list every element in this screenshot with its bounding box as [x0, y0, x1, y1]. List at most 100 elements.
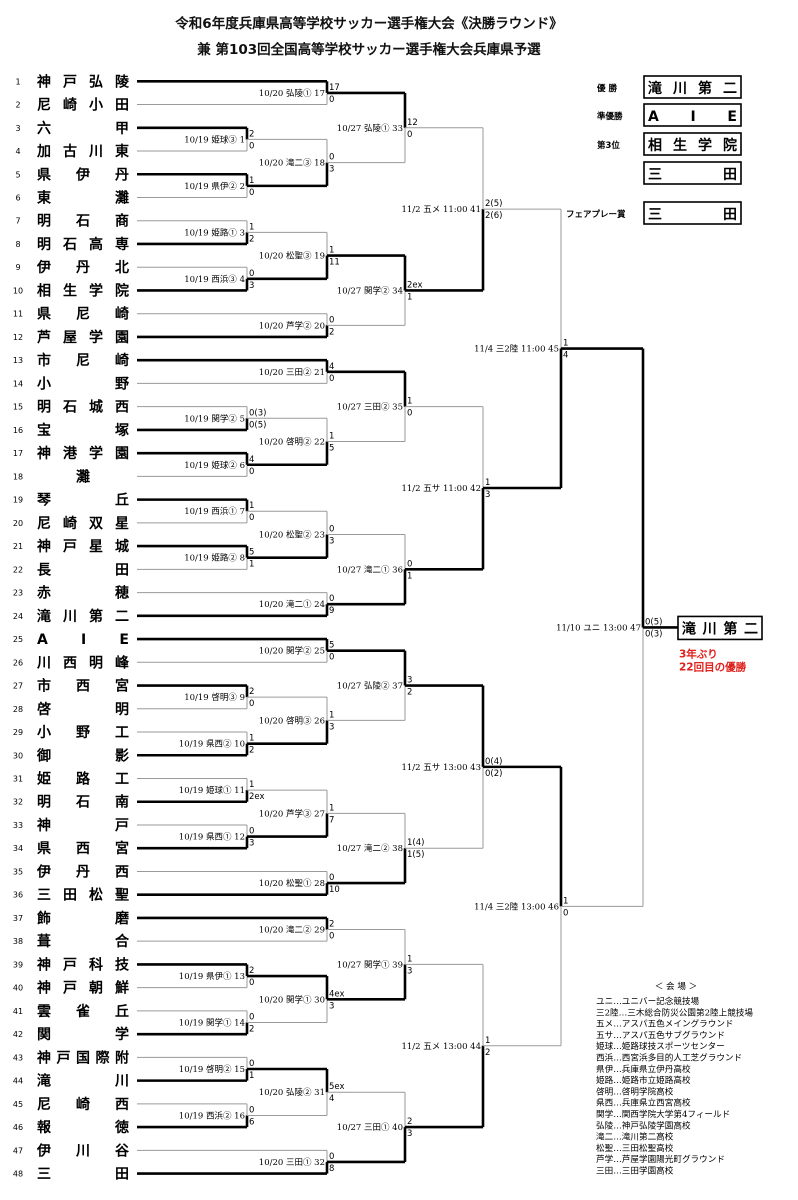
- team-name: 加古川東: [36, 143, 129, 160]
- team-name: 相生学院: [37, 282, 129, 299]
- team-name: 飾磨: [37, 910, 130, 927]
- team-number: 22: [13, 565, 23, 574]
- team-name: 東灘: [37, 190, 129, 207]
- score-upper: 1: [249, 222, 254, 232]
- score-lower: 0: [249, 141, 254, 151]
- match-info: 10/27 関学② 34: [337, 285, 403, 296]
- score-lower: 0: [249, 188, 254, 198]
- match-info: 10/19 県西① 12: [179, 833, 245, 843]
- team-name: 長田: [37, 562, 129, 578]
- score-lower: 0: [249, 699, 254, 709]
- match-info: 10/19 県西② 10: [179, 740, 245, 750]
- team-name: 宝塚: [37, 422, 129, 439]
- score-lower: 2: [249, 746, 254, 756]
- match-info: 10/27 関学① 39: [337, 959, 403, 970]
- team-name: 滝川: [37, 1073, 129, 1090]
- team-name: 県伊丹: [37, 166, 129, 183]
- team-number: 27: [13, 682, 23, 691]
- score-upper: 1: [329, 246, 334, 256]
- score-upper: 0: [329, 873, 334, 883]
- team-name: 明石商: [37, 213, 129, 230]
- score-upper: 0(3): [249, 408, 266, 418]
- team-number: 1: [15, 77, 20, 86]
- score-upper: 0: [249, 269, 254, 279]
- team-number: 46: [13, 1123, 23, 1132]
- team-number: 30: [13, 751, 23, 760]
- venue-item: ユニ…ユニバー記念競技場: [596, 995, 700, 1007]
- team-name: 神戸星城: [37, 538, 129, 555]
- team-number: 20: [13, 519, 23, 528]
- score-upper: 5: [329, 641, 334, 651]
- team-number: 42: [13, 1030, 23, 1039]
- team-name: 小野: [37, 376, 129, 392]
- score-lower: 2: [249, 1025, 254, 1035]
- team-number: 24: [13, 612, 23, 621]
- match-info: 10/19 県伊② 2: [184, 181, 245, 192]
- match-info: 10/20 松聖② 23: [259, 529, 325, 540]
- team-number: 29: [13, 728, 23, 737]
- score-upper: 1: [407, 397, 412, 407]
- score-lower: 0(2): [485, 769, 502, 779]
- score-lower: 2: [329, 327, 334, 337]
- award-box: [643, 161, 742, 185]
- score-lower: 3: [485, 490, 490, 500]
- team-number: 39: [13, 960, 23, 969]
- score-lower: 3: [249, 839, 254, 849]
- team-number: 41: [13, 1007, 23, 1016]
- match-info: 10/20 芦学③ 27: [259, 808, 325, 819]
- score-upper: 2: [249, 687, 254, 697]
- score-lower: 10: [329, 885, 340, 895]
- score-upper: 0: [249, 1105, 254, 1115]
- score-lower: 4: [563, 351, 568, 361]
- team-number: 31: [13, 775, 23, 784]
- match-info: 11/2 五サ 11:00 42: [401, 484, 481, 494]
- match-info: 10/20 弘陵② 31: [259, 1088, 325, 1098]
- match-info: 10/20 三田② 21: [259, 368, 325, 378]
- score-upper: 1(4): [407, 838, 424, 848]
- match-info: 10/20 関学① 30: [259, 994, 325, 1005]
- match-info: 10/19 姫球① 11: [179, 785, 245, 796]
- match-info: 10/19 西浜③ 4: [184, 274, 245, 285]
- score-lower: 7: [329, 815, 334, 825]
- score-upper: 2: [249, 966, 254, 976]
- venue-item: 五サ…アスパ五色サブグラウンド: [596, 1029, 725, 1041]
- team-number: 2: [15, 101, 20, 110]
- team-name: 伊丹西: [36, 863, 129, 880]
- score-lower: 9: [329, 606, 334, 616]
- team-name: 芦屋学園: [37, 329, 129, 346]
- score-lower: 2: [485, 1048, 490, 1058]
- score-lower: 1: [249, 560, 254, 570]
- team-name: 琴丘: [37, 493, 129, 509]
- team-name: 神戸弘陵: [37, 73, 130, 90]
- team-name: 明石城西: [37, 399, 129, 416]
- score-lower: 0: [249, 467, 254, 477]
- match-info: 10/19 県伊① 13: [179, 971, 245, 982]
- venue-item: 姫路…姫路市立姫路高校: [596, 1074, 691, 1086]
- match-info: 10/20 滝二③ 18: [259, 158, 325, 169]
- team-number: 6: [15, 194, 20, 203]
- venue-item: 県伊…兵庫県立伊丹高校: [596, 1063, 691, 1075]
- champion-box: [677, 615, 763, 641]
- score-upper: 1: [329, 803, 334, 813]
- team-number: 32: [13, 798, 23, 807]
- venue-item: 三2陸…三木総合防災公園第2陸上競技場: [596, 1006, 753, 1018]
- team-name: 神戸科技: [37, 956, 130, 973]
- team-name: 伊丹北: [36, 259, 129, 276]
- team-name: 六甲: [37, 120, 129, 137]
- score-upper: 4: [329, 362, 334, 372]
- team-name: 川西明峰: [36, 654, 130, 671]
- score-upper: 1: [407, 954, 412, 964]
- score-upper: 4: [249, 455, 254, 465]
- match-info: 10/27 弘陵② 37: [337, 682, 403, 692]
- score-upper: 1: [249, 734, 254, 744]
- score-lower: 0(3): [645, 629, 662, 639]
- team-name: 小野工: [37, 725, 129, 741]
- score-upper: 0: [329, 1152, 334, 1162]
- score-upper: 0(4): [485, 757, 502, 767]
- score-lower: 0: [329, 932, 334, 942]
- team-name: 神戸: [37, 817, 129, 834]
- score-upper: 4ex: [329, 989, 345, 999]
- score-upper: 1: [249, 176, 254, 186]
- match-info: 10/27 三田② 35: [337, 403, 403, 413]
